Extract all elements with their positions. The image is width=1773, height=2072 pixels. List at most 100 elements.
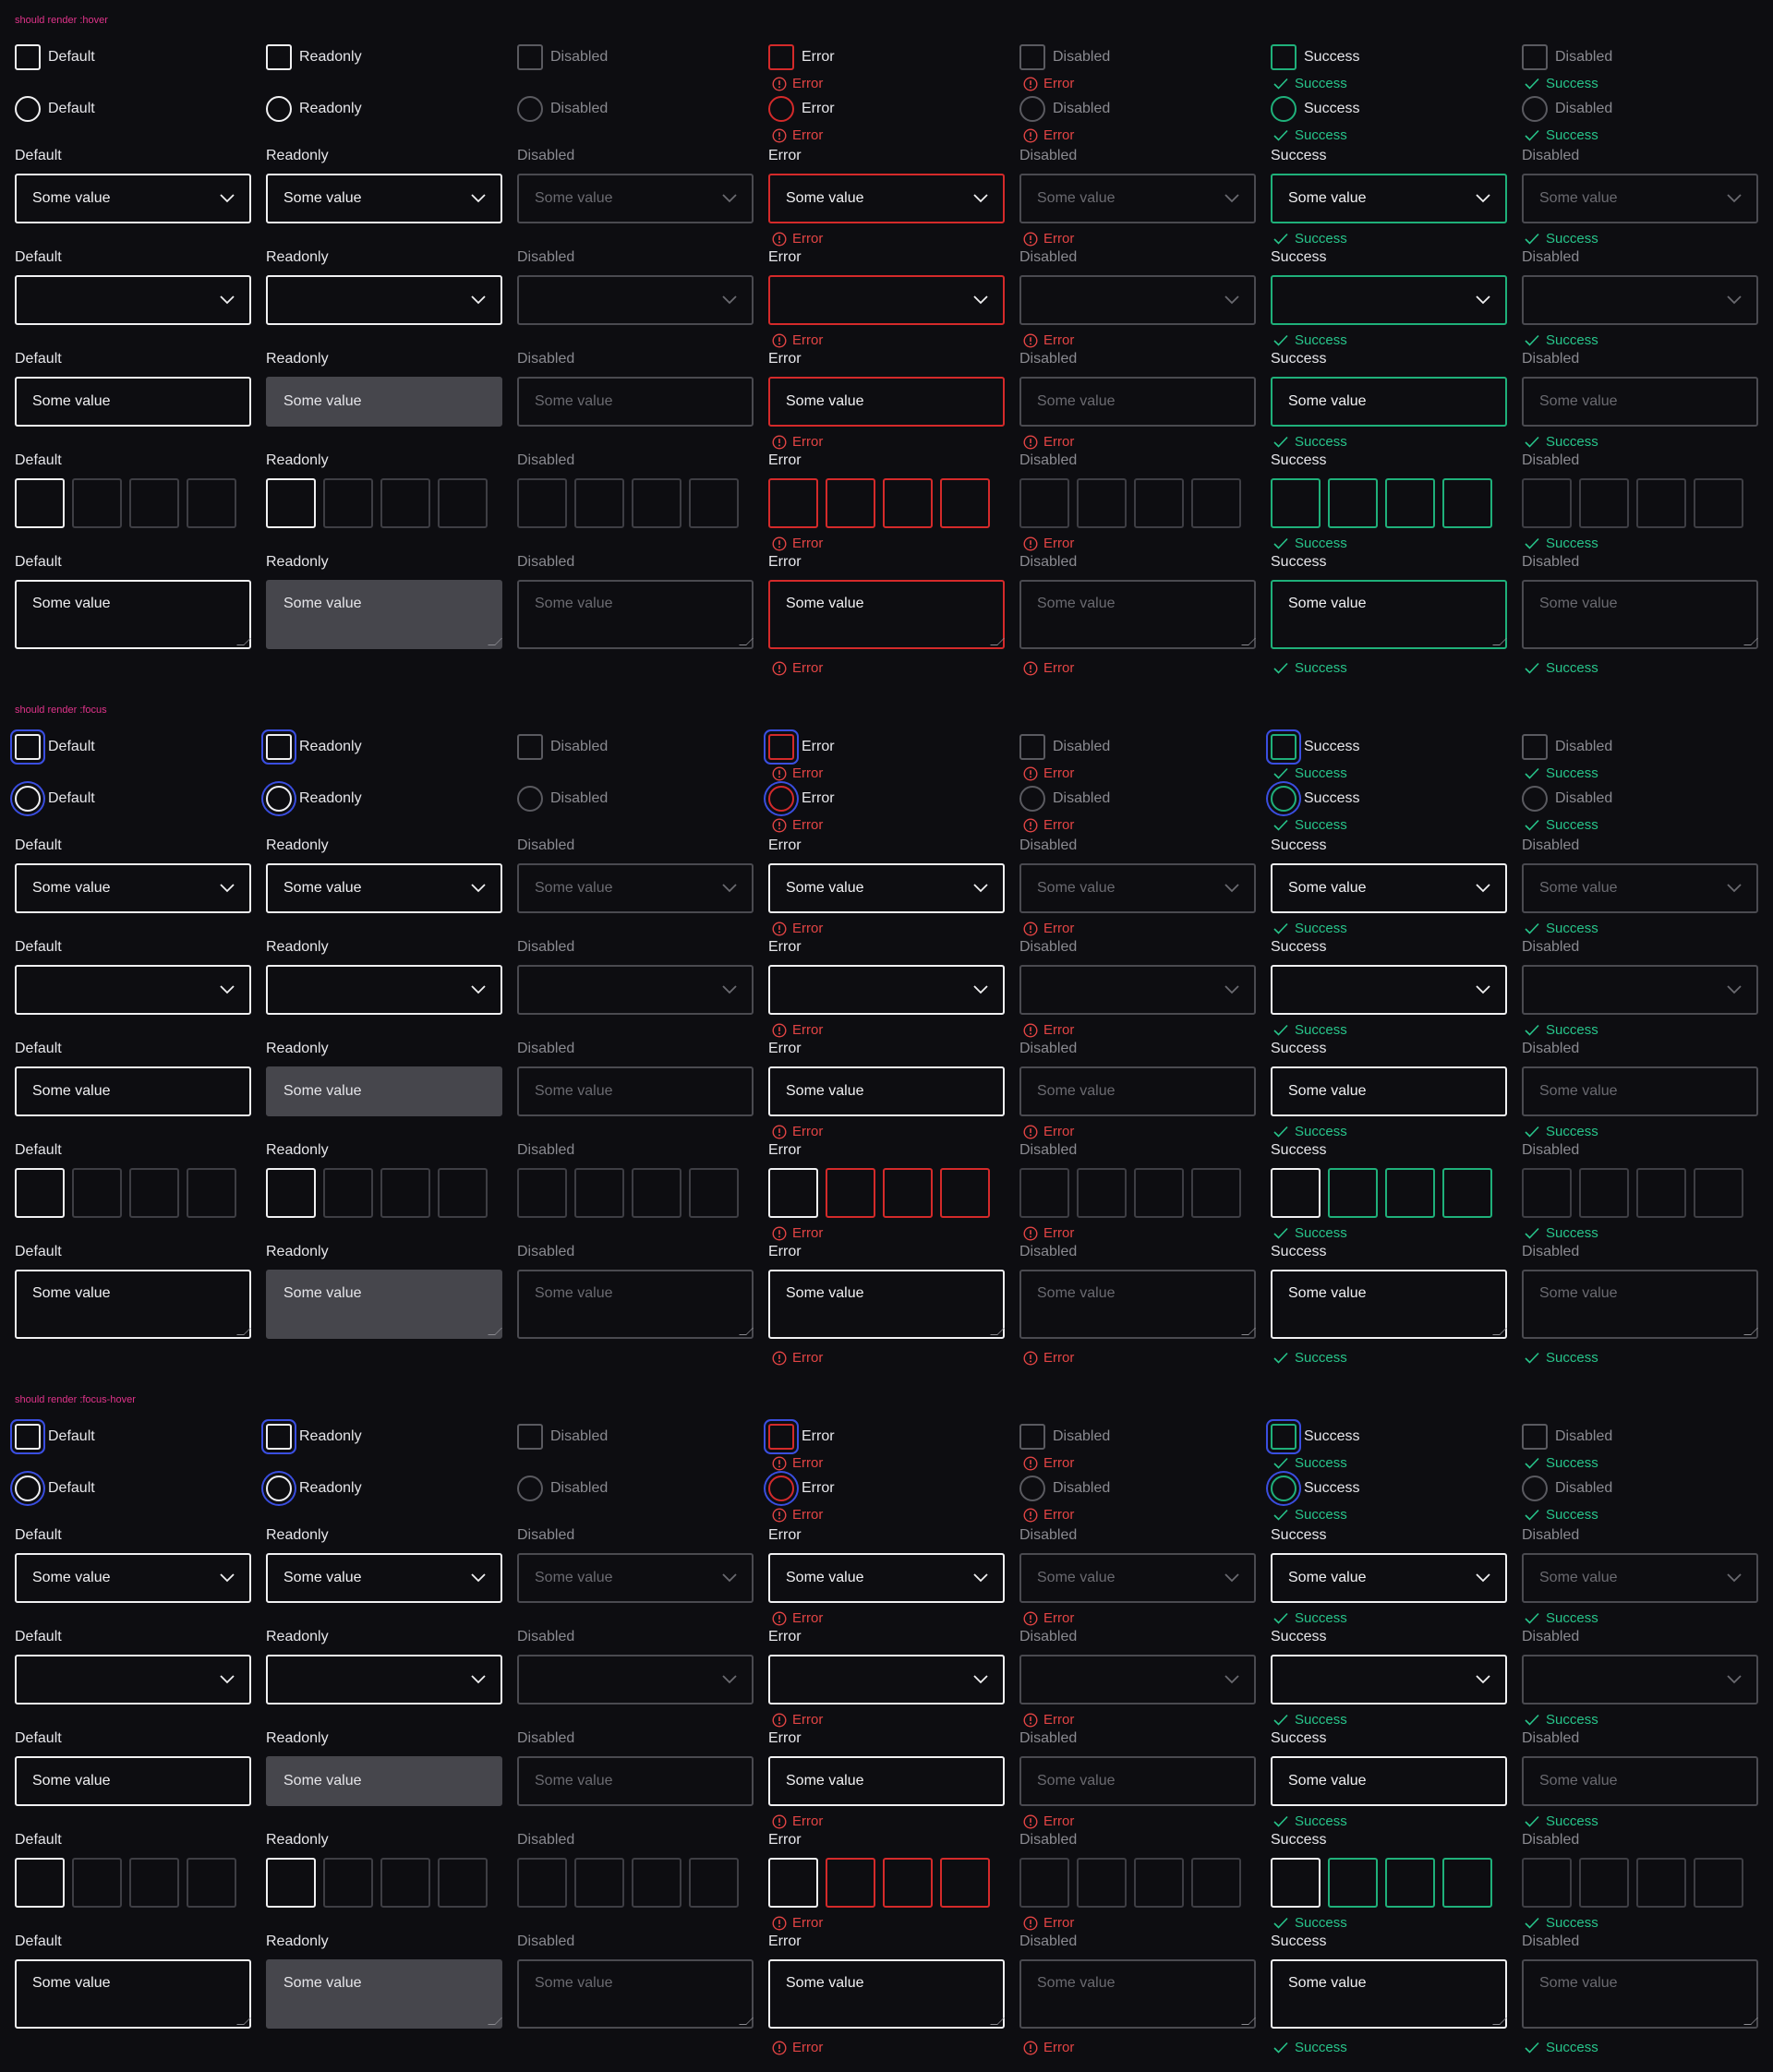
radio-button[interactable]	[266, 96, 292, 122]
pin-box[interactable]	[768, 478, 818, 528]
textarea[interactable]: Some value	[266, 580, 502, 649]
pin-box[interactable]	[72, 1168, 122, 1218]
select-empty[interactable]	[266, 275, 502, 325]
textarea[interactable]: Some value	[1271, 580, 1507, 649]
pin-box[interactable]	[266, 1168, 316, 1218]
textarea[interactable]: Some value	[1271, 1270, 1507, 1339]
select-with-value[interactable]: Some value	[15, 174, 251, 223]
checkbox-row[interactable]: Default	[15, 734, 95, 760]
checkbox-row[interactable]: Readonly	[266, 1424, 362, 1450]
pin-input[interactable]	[15, 1168, 236, 1218]
checkbox[interactable]	[266, 734, 292, 760]
radio-button[interactable]	[15, 1476, 41, 1501]
resize-handle[interactable]	[1492, 638, 1507, 645]
pin-box[interactable]	[1328, 1168, 1378, 1218]
checkbox-row[interactable]: Success	[1271, 734, 1359, 760]
pin-box[interactable]	[883, 1168, 933, 1218]
pin-box[interactable]	[438, 1168, 488, 1218]
pin-box[interactable]	[438, 1858, 488, 1908]
pin-box[interactable]	[883, 478, 933, 528]
checkbox-row[interactable]: Error	[768, 44, 835, 70]
select-empty[interactable]	[15, 275, 251, 325]
pin-box[interactable]	[323, 1858, 373, 1908]
pin-box[interactable]	[323, 478, 373, 528]
radio-row[interactable]: Default	[15, 96, 95, 122]
select-empty[interactable]	[1271, 275, 1507, 325]
pin-box[interactable]	[380, 1168, 430, 1218]
textarea[interactable]: Some value	[15, 1270, 251, 1339]
pin-box[interactable]	[1385, 1858, 1435, 1908]
radio-button[interactable]	[768, 1476, 794, 1501]
pin-box[interactable]	[940, 1858, 990, 1908]
select-empty[interactable]	[15, 965, 251, 1015]
select-empty[interactable]	[1271, 1655, 1507, 1705]
select-with-value[interactable]: Some value	[1271, 863, 1507, 913]
radio-button[interactable]	[768, 96, 794, 122]
radio-button[interactable]	[266, 1476, 292, 1501]
select-with-value[interactable]: Some value	[1271, 174, 1507, 223]
pin-input[interactable]	[266, 1168, 488, 1218]
pin-box[interactable]	[187, 1168, 236, 1218]
resize-handle[interactable]	[236, 1328, 251, 1335]
pin-box[interactable]	[380, 478, 430, 528]
pin-input[interactable]	[768, 1168, 990, 1218]
pin-box[interactable]	[768, 1858, 818, 1908]
pin-input[interactable]	[15, 1858, 236, 1908]
pin-box[interactable]	[883, 1858, 933, 1908]
text-input[interactable]: Some value	[768, 1066, 1005, 1116]
checkbox-row[interactable]: Default	[15, 44, 95, 70]
textarea[interactable]: Some value	[768, 1959, 1005, 2029]
pin-box[interactable]	[15, 1858, 65, 1908]
checkbox-row[interactable]: Readonly	[266, 44, 362, 70]
select-empty[interactable]	[15, 1655, 251, 1705]
checkbox[interactable]	[15, 44, 41, 70]
pin-box[interactable]	[15, 1168, 65, 1218]
checkbox-row[interactable]: Error	[768, 734, 835, 760]
checkbox[interactable]	[266, 44, 292, 70]
radio-row[interactable]: Readonly	[266, 96, 362, 122]
textarea[interactable]: Some value	[15, 580, 251, 649]
pin-box[interactable]	[940, 1168, 990, 1218]
resize-handle[interactable]	[990, 638, 1005, 645]
pin-box[interactable]	[940, 478, 990, 528]
select-with-value[interactable]: Some value	[1271, 1553, 1507, 1603]
radio-button[interactable]	[1271, 786, 1297, 812]
pin-input[interactable]	[768, 1858, 990, 1908]
radio-button[interactable]	[768, 786, 794, 812]
text-input[interactable]: Some value	[768, 1756, 1005, 1806]
textarea[interactable]: Some value	[1271, 1959, 1507, 2029]
pin-input[interactable]	[768, 478, 990, 528]
pin-input[interactable]	[266, 478, 488, 528]
radio-button[interactable]	[1271, 1476, 1297, 1501]
checkbox[interactable]	[1271, 734, 1297, 760]
checkbox[interactable]	[768, 734, 794, 760]
select-with-value[interactable]: Some value	[266, 174, 502, 223]
checkbox[interactable]	[15, 1424, 41, 1450]
resize-handle[interactable]	[1492, 1328, 1507, 1335]
text-input[interactable]: Some value	[15, 1066, 251, 1116]
resize-handle[interactable]	[990, 2018, 1005, 2025]
checkbox[interactable]	[266, 1424, 292, 1450]
checkbox-row[interactable]: Success	[1271, 1424, 1359, 1450]
resize-handle[interactable]	[236, 638, 251, 645]
resize-handle[interactable]	[990, 1328, 1005, 1335]
select-empty[interactable]	[266, 1655, 502, 1705]
radio-row[interactable]: Readonly	[266, 1476, 362, 1501]
checkbox[interactable]	[15, 734, 41, 760]
checkbox[interactable]	[1271, 1424, 1297, 1450]
resize-handle[interactable]	[236, 2018, 251, 2025]
text-input[interactable]: Some value	[15, 377, 251, 427]
radio-row[interactable]: Error	[768, 786, 835, 812]
pin-box[interactable]	[15, 478, 65, 528]
text-input[interactable]: Some value	[266, 1066, 502, 1116]
select-with-value[interactable]: Some value	[266, 1553, 502, 1603]
checkbox-row[interactable]: Error	[768, 1424, 835, 1450]
resize-handle[interactable]	[488, 2018, 502, 2025]
radio-button[interactable]	[266, 786, 292, 812]
pin-box[interactable]	[1271, 1168, 1321, 1218]
checkbox[interactable]	[768, 44, 794, 70]
pin-box[interactable]	[187, 478, 236, 528]
radio-button[interactable]	[1271, 96, 1297, 122]
pin-box[interactable]	[826, 1858, 875, 1908]
select-with-value[interactable]: Some value	[15, 1553, 251, 1603]
